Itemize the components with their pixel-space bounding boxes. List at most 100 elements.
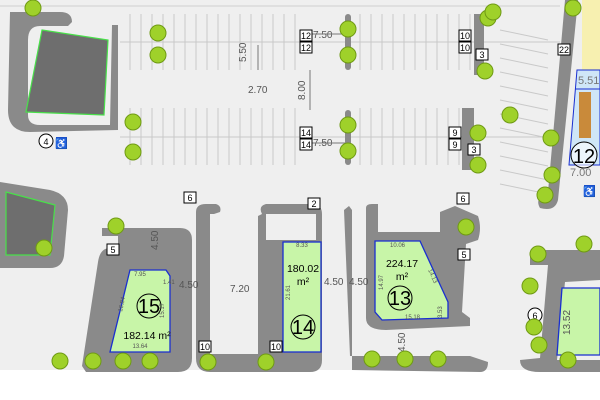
stall-count-label: 9 <box>452 128 457 138</box>
signage-image <box>579 92 591 138</box>
marker-6-label: 6 <box>532 311 537 321</box>
stall-count-c14b: 14 <box>299 138 313 151</box>
svg-text:♿: ♿ <box>583 185 595 198</box>
lot-12-number-circle <box>570 141 598 169</box>
tree-icon <box>84 352 102 370</box>
stall-count-label: 10 <box>271 342 281 352</box>
lot-13-dim-left: 14.97 <box>379 274 385 290</box>
stall-line <box>499 43 549 55</box>
dim-4-50-vertical-left: 4.50 <box>150 230 161 250</box>
marker-4-label: 4 <box>43 137 48 147</box>
stall-count-c14a: 14 <box>299 126 313 139</box>
stall-count-c10b: 10 <box>458 41 472 54</box>
tree-icon <box>429 350 447 368</box>
stall-count-c9a: 9 <box>448 126 462 139</box>
tree-icon <box>24 0 42 17</box>
stall-count-c22: 22 <box>557 43 571 56</box>
left-curb <box>8 12 118 132</box>
tree-icon <box>141 352 159 370</box>
stall-line <box>499 141 549 153</box>
stall-line <box>499 71 549 83</box>
stall-count-label: 6 <box>460 194 465 204</box>
building-bottom-left <box>5 191 56 256</box>
tree-icon <box>339 116 357 134</box>
lot-12-number: 12 <box>573 146 595 168</box>
tree-icon <box>501 106 519 124</box>
dim-4-50-center: 4.50 <box>324 277 344 288</box>
tree-icon <box>107 217 125 235</box>
accessible-parking-icon <box>56 137 67 149</box>
stall-count-label: 10 <box>460 43 470 53</box>
stall-count-c10d: 10 <box>269 340 283 353</box>
dim-top-aisle: 7.50 <box>313 30 333 41</box>
tree-icon <box>530 336 548 354</box>
stall-count-label: 22 <box>559 45 569 55</box>
stall-count-c9b: 9 <box>448 138 462 151</box>
tree-icon <box>339 142 357 160</box>
lot-13-dim-diag: 14.13 <box>426 268 438 285</box>
dim-stall-depth: 5.50 <box>238 42 249 62</box>
tree-icon <box>469 124 487 142</box>
lot-13[interactable] <box>374 240 449 321</box>
lot-15-dim-corner: 1.41 <box>163 280 175 286</box>
tree-icon <box>199 353 217 371</box>
dim-4-50-right: 4.50 <box>349 277 369 288</box>
stall-count-c3b: 3 <box>467 143 481 156</box>
tree-icon <box>521 277 539 295</box>
trees <box>24 0 593 371</box>
dim-aisle-width: 7.20 <box>230 284 250 295</box>
stall-line <box>499 57 549 69</box>
building-right <box>582 0 600 70</box>
stall-count-c5b: 5 <box>106 243 120 256</box>
lot-bottom-right-dim: 13.52 <box>562 310 573 335</box>
tree-icon <box>469 156 487 174</box>
stall-line <box>499 155 549 167</box>
stall-count-label: 14 <box>301 128 311 138</box>
tree-icon <box>339 46 357 64</box>
lot-bottom-right[interactable] <box>556 287 600 356</box>
tree-icon <box>124 113 142 131</box>
stall-line <box>499 85 549 97</box>
tree-icon <box>124 143 142 161</box>
tree-icon <box>564 0 582 17</box>
stall-count-label: 12 <box>301 43 311 53</box>
tree-icon <box>35 239 53 257</box>
stall-count-label: 5 <box>461 250 466 260</box>
stall-count-c2: 2 <box>307 197 321 210</box>
lot-15-number-circle <box>136 293 162 319</box>
stall-count-label: 2 <box>311 199 316 209</box>
lot-14-area-unit: m² <box>297 276 310 288</box>
lot-15-dim-bottom: 13.64 <box>132 344 148 350</box>
stall-count-label: 14 <box>301 140 311 150</box>
dim-center-aisle: 8.00 <box>297 80 308 100</box>
stall-count-c10c: 10 <box>198 340 212 353</box>
accessible-parking-icon-right <box>584 185 595 197</box>
lot-15-number: 15 <box>138 296 160 318</box>
lot-13-area: 224.17 <box>386 258 418 270</box>
stall-line <box>499 29 549 41</box>
lot-13-number-circle <box>387 285 413 311</box>
stall-count-c5a: 5 <box>457 248 471 261</box>
tree-icon <box>525 318 543 336</box>
lot-14[interactable] <box>282 241 322 353</box>
lot-14-dim-side: 21.61 <box>286 284 292 300</box>
tree-icon <box>559 351 577 369</box>
tree-icon <box>257 353 275 371</box>
building-left <box>25 29 109 116</box>
tree-icon <box>484 3 502 21</box>
tree-icon <box>575 235 593 253</box>
lot-13-dim-top: 10.06 <box>390 243 406 249</box>
stall-count-label: 3 <box>471 145 476 155</box>
lot-15[interactable] <box>109 269 171 353</box>
tree-icon <box>476 62 494 80</box>
tree-icon <box>543 166 561 184</box>
stall-line <box>499 99 549 111</box>
lot-15-dim-right: 15.17 <box>160 302 166 318</box>
stall-count-c6a: 6 <box>183 191 197 204</box>
svg-text:♿: ♿ <box>55 137 67 150</box>
dim-4-50-left: 4.50 <box>179 280 199 291</box>
tree-icon <box>542 129 560 147</box>
stall-line <box>499 169 549 181</box>
tree-icon <box>396 350 414 368</box>
